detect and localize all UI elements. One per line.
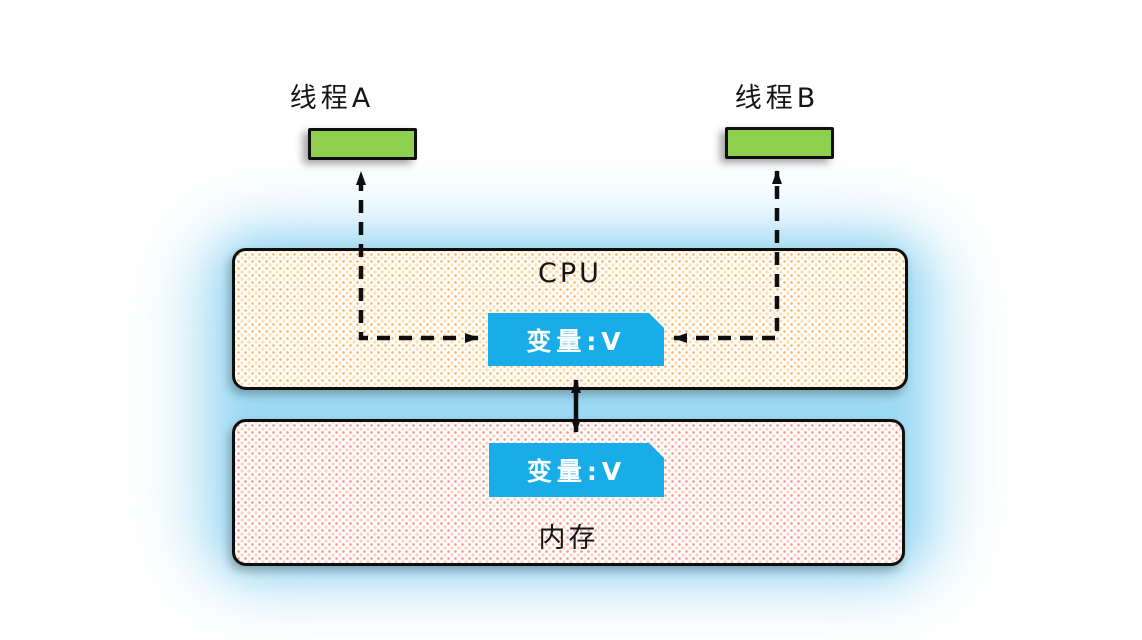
- thread-b-box: [725, 127, 834, 159]
- thread-b-label: 线程B: [734, 83, 820, 114]
- cpu-box: CPU: [232, 248, 908, 390]
- memory-label: 内存: [538, 523, 599, 554]
- cpu-label: CPU: [538, 258, 602, 289]
- memory-variable-label: 变量:V: [526, 457, 627, 486]
- thread-a-box: [308, 128, 417, 160]
- thread-a-label: 线程A: [289, 83, 375, 114]
- memory-variable-tag: 变量:V: [489, 443, 664, 497]
- cpu-variable-tag: 变量:V: [488, 313, 664, 366]
- cpu-variable-label: 变量:V: [526, 326, 626, 356]
